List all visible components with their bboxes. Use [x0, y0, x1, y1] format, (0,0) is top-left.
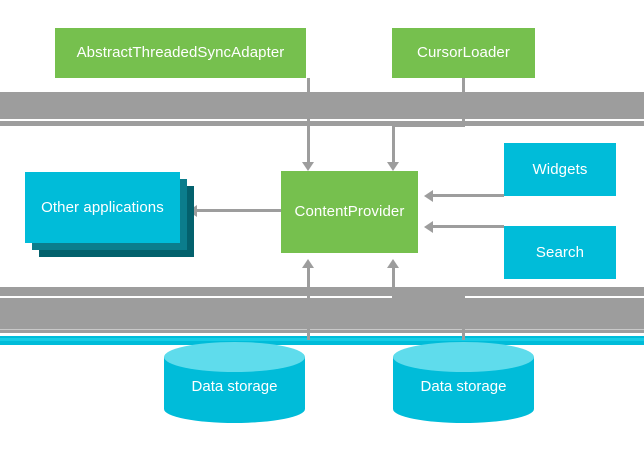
upper-band-divider-mid	[0, 119, 644, 121]
connector-storage-left-to-provider	[307, 268, 310, 340]
data-bus-highlight	[0, 338, 644, 341]
cylinder-top-ellipse	[393, 342, 534, 372]
node-label: AbstractThreadedSyncAdapter	[76, 44, 285, 62]
node-content-provider[interactable]: ContentProvider	[281, 171, 418, 253]
lower-band-divider-top	[0, 296, 644, 298]
node-cursor-loader[interactable]: CursorLoader	[392, 28, 535, 78]
connector-cursorloader-vertical	[392, 124, 395, 168]
arrowhead-widgets-to-provider	[424, 190, 433, 202]
arrowhead-storage-right-to-provider	[387, 259, 399, 268]
upper-band-divider-top	[0, 90, 644, 92]
cylinder-top-ellipse	[164, 342, 305, 372]
connector-cursorloader-down	[462, 78, 465, 126]
node-label: CursorLoader	[417, 44, 510, 62]
node-label: Widgets	[532, 160, 588, 178]
cylinder-bottom-ellipse	[393, 395, 534, 423]
cylinder-bottom-ellipse	[164, 395, 305, 423]
connector-storage-right-vertical	[392, 268, 395, 298]
node-label: Data storage	[191, 378, 278, 395]
connector-storage-right-horizontal	[392, 296, 464, 299]
node-data-storage-left[interactable]: Data storage	[164, 342, 305, 423]
arrowhead-cursorloader-to-provider	[387, 162, 399, 171]
node-label: Data storage	[420, 378, 507, 395]
connector-search-to-provider	[432, 225, 504, 228]
lower-band-divider-bottom	[0, 329, 644, 330]
node-widgets[interactable]: Widgets	[504, 143, 616, 196]
node-abstract-threaded-sync-adapter[interactable]: AbstractThreadedSyncAdapter	[55, 28, 306, 78]
arrowhead-syncadapter-to-provider	[302, 162, 314, 171]
connector-provider-to-otherapps	[195, 209, 283, 212]
node-search[interactable]: Search	[504, 226, 616, 279]
node-data-storage-right[interactable]: Data storage	[393, 342, 534, 423]
arrowhead-search-to-provider	[424, 221, 433, 233]
connector-syncadapter-to-provider	[307, 78, 310, 168]
node-other-applications[interactable]: Other applications	[25, 172, 180, 243]
lower-connector-band	[0, 287, 644, 333]
connector-cursorloader-to-provider	[392, 124, 465, 127]
node-label: ContentProvider	[294, 203, 405, 221]
connector-widgets-to-provider	[432, 194, 504, 197]
node-label: Other applications	[41, 198, 164, 216]
arrowhead-storage-left-to-provider	[302, 259, 314, 268]
node-label: Search	[535, 243, 585, 261]
connector-storage-right-down	[462, 296, 465, 340]
